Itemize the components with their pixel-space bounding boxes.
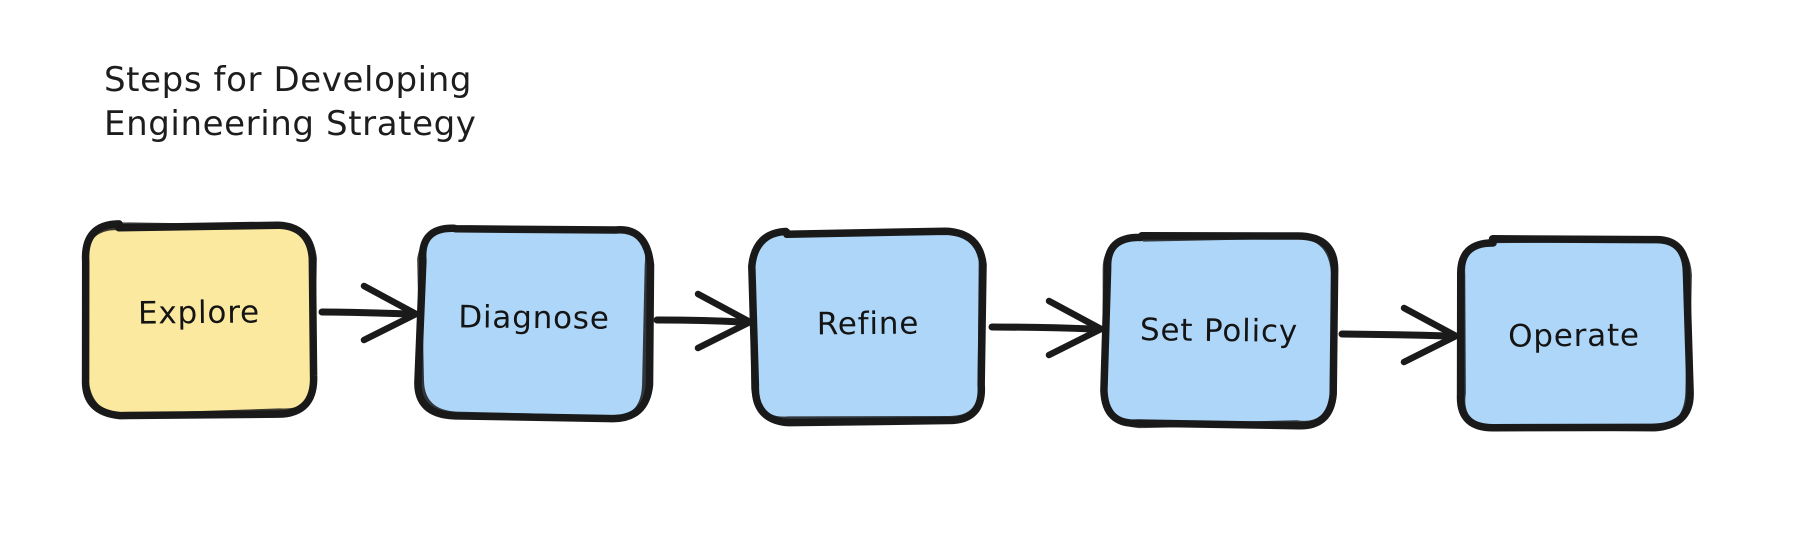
flow-arrow — [1338, 304, 1460, 366]
node-fill — [754, 233, 984, 422]
arrowhead-icon — [1045, 297, 1105, 359]
node-outline-overdraw — [417, 225, 650, 420]
node-outline-overdraw — [1102, 234, 1336, 429]
node-outline-overdraw — [749, 228, 983, 421]
nodes-layer — [81, 220, 1694, 432]
node-fill — [1460, 239, 1690, 430]
flow-node-set-policy[interactable] — [1100, 232, 1339, 430]
flow-node-operate[interactable] — [1456, 235, 1694, 432]
flow-node-explore[interactable] — [81, 220, 318, 420]
node-fill — [1103, 236, 1334, 428]
arrowhead-icon — [1400, 304, 1460, 366]
node-fill — [83, 224, 315, 416]
node-fill — [419, 226, 648, 418]
flow-arrow — [653, 290, 754, 352]
node-outline-overdraw — [82, 222, 317, 418]
diagram-title: Steps for Developing Engineering Strateg… — [104, 60, 477, 144]
edges-layer — [318, 282, 1460, 366]
flow-arrow — [318, 282, 420, 344]
flow-node-diagnose[interactable] — [414, 224, 655, 423]
node-outline-overdraw — [1461, 237, 1692, 432]
flow-node-refine[interactable] — [748, 227, 987, 427]
flow-arrow — [988, 297, 1105, 359]
arrowhead-icon — [360, 282, 420, 344]
